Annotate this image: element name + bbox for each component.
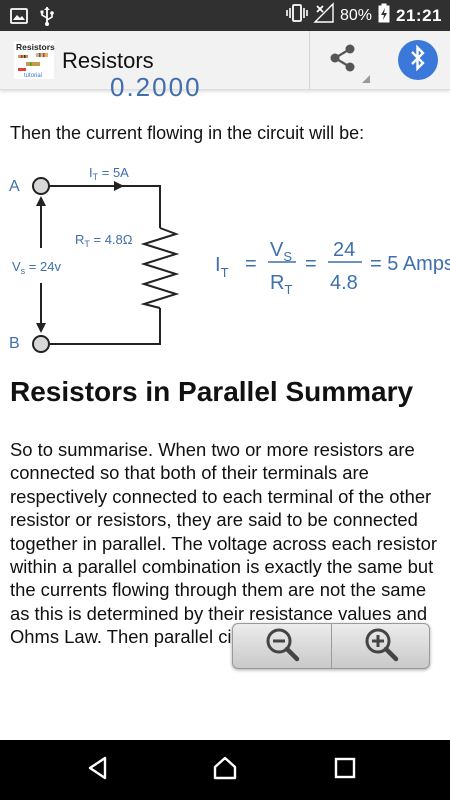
share-button[interactable] [309, 31, 376, 89]
voltage-label: Vs = 24v [12, 259, 61, 276]
svg-text:=: = [305, 253, 317, 275]
ohms-law-equation: IT = VS RT = 24 4.8 = 5 Amps [215, 239, 450, 297]
battery-level: 80% [339, 6, 373, 24]
svg-text:RT: RT [270, 272, 292, 297]
logo-subtext: tutorial [24, 73, 42, 79]
recents-button[interactable] [305, 740, 385, 800]
image-icon [10, 8, 28, 29]
share-icon [328, 43, 358, 78]
voltage-arrow-up [36, 196, 46, 206]
svg-text:24: 24 [333, 239, 355, 261]
app-title: Resistors [62, 48, 154, 73]
terminal-a-label: A [9, 178, 20, 195]
zoom-controls [232, 623, 430, 669]
top-wire [49, 185, 161, 228]
battery-charging-icon [378, 3, 390, 28]
zoom-in-button[interactable] [332, 624, 429, 668]
zoom-out-icon [264, 626, 300, 667]
voltage-arrow-down [36, 323, 46, 333]
bottom-wire [49, 308, 161, 345]
logo-text: Resistors [16, 42, 55, 52]
vibrate-icon [286, 4, 308, 27]
back-button[interactable] [58, 740, 138, 800]
bluetooth-icon [409, 44, 427, 76]
clock: 21:21 [396, 5, 442, 25]
terminal-b-node [32, 335, 50, 353]
home-icon [212, 756, 238, 785]
zoom-out-button[interactable] [233, 624, 332, 668]
current-arrow [114, 181, 124, 191]
current-label: IT = 5A [89, 165, 129, 182]
article-content[interactable]: 0.2000 Then the current flowing in the c… [0, 72, 450, 740]
intro-text: Then the current flowing in the circuit … [10, 123, 365, 143]
back-icon [87, 756, 109, 785]
status-bar: 80% 21:21 [0, 0, 450, 31]
recents-icon [334, 757, 356, 784]
svg-text:= 5 Amps: = 5 Amps [370, 253, 450, 275]
resistance-label: RT = 4.8Ω [75, 232, 133, 249]
svg-text:=: = [245, 253, 257, 275]
section-heading: Resistors in Parallel Summary [10, 376, 414, 407]
app-logo: Resistors tutorial [14, 41, 55, 79]
resistor-symbol [140, 227, 180, 309]
no-signal-icon [313, 2, 334, 28]
home-button[interactable] [185, 740, 265, 800]
circuit-diagram: A B IT = 5A RT = 4.8Ω Vs = 24v IT = VS R… [9, 165, 450, 353]
zoom-in-icon [363, 626, 399, 667]
usb-icon [40, 6, 54, 31]
terminal-a-node [32, 177, 50, 195]
svg-text:IT: IT [215, 254, 229, 280]
navigation-bar [0, 740, 450, 800]
summary-paragraph: So to summarise. When two or more resist… [10, 439, 437, 648]
clipped-formula-text: 0.2000 [110, 72, 202, 102]
terminal-b-label: B [9, 335, 20, 352]
overflow-triangle-icon [362, 75, 370, 83]
app-bar: Resistors tutorial Resistors [0, 31, 450, 90]
svg-text:4.8: 4.8 [330, 272, 358, 294]
svg-text:VS: VS [270, 239, 292, 264]
bluetooth-button[interactable] [385, 31, 450, 89]
